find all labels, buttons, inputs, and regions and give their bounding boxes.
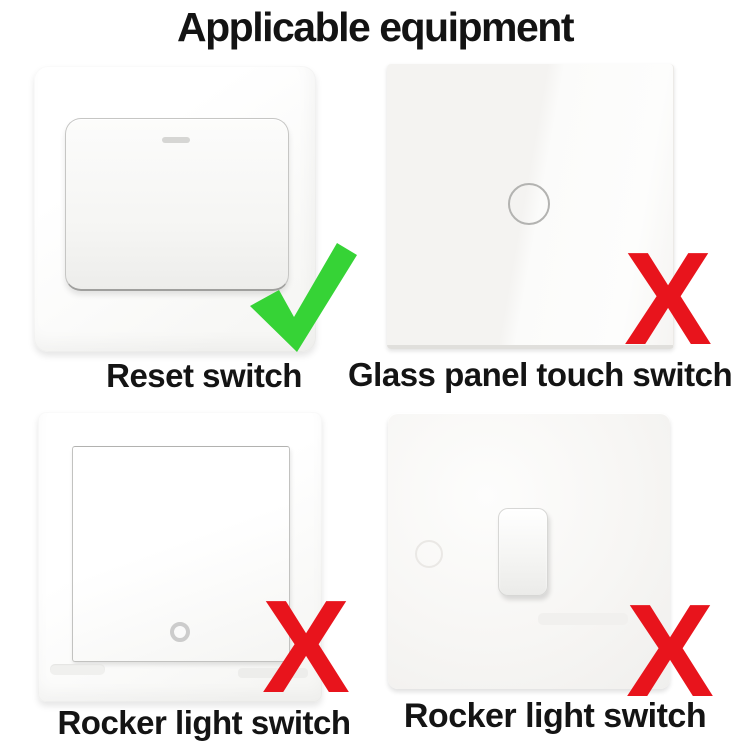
reset-switch-rocker-button [65,118,289,291]
rocker-light-switch-left-photo [38,412,322,702]
item-label-rocker-light-switch-right: Rocker light switch [403,697,707,735]
check-icon [250,243,357,352]
cross-icon: X [261,573,351,720]
cross-icon: X [623,225,713,372]
screw-icon [415,540,443,568]
rocker-toggle-button [498,508,548,596]
item-label-glass-panel-touch-switch: Glass panel touch switch [348,356,733,393]
page-title: Applicable equipment [177,4,575,50]
rocker-square-button [72,446,290,662]
watermark-mark [238,668,308,678]
item-label-rocker-light-switch-left: Rocker light switch [57,704,351,741]
brand-emboss-mark [50,664,105,675]
glass-panel-touch-switch-photo [387,64,674,349]
cross-icon: X [625,577,715,724]
watermark-mark [538,613,628,625]
touch-circle-icon [508,183,550,225]
rocker-light-switch-right-photo [388,413,670,689]
reset-switch-photo [34,66,316,352]
indicator-dot [170,622,190,642]
indicator-bar [162,137,190,143]
item-label-reset-switch: Reset switch [106,357,302,394]
